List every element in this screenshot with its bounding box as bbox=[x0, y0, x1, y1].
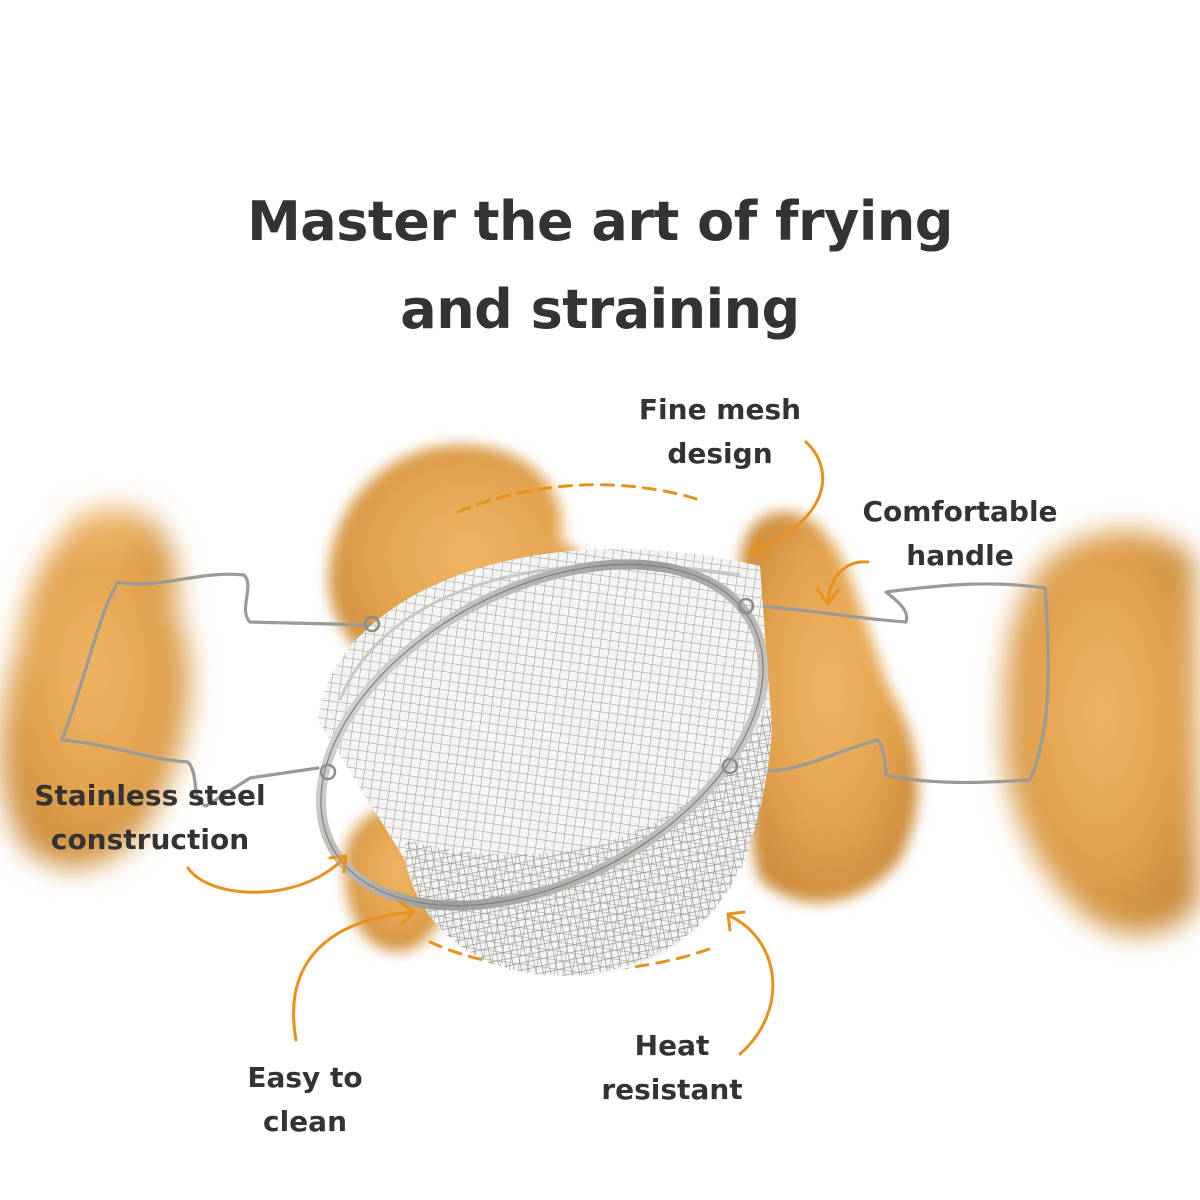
callout-handle-line-2: handle bbox=[906, 539, 1014, 572]
curved-arrow-icon-steel bbox=[186, 854, 348, 894]
dashed-arc-top bbox=[456, 483, 702, 514]
curved-arrow-icon-clean bbox=[292, 900, 416, 1042]
headline-line-1: Master the art of frying bbox=[247, 190, 953, 253]
handle-right bbox=[738, 582, 1050, 785]
callout-comfortable-handle: Comfortable handle bbox=[840, 490, 1080, 578]
chicken-piece-left bbox=[1, 508, 190, 868]
callout-easy-to-clean: Easy to clean bbox=[205, 1056, 405, 1144]
callout-fine-mesh-line-1: Fine mesh bbox=[638, 393, 802, 426]
callout-steel-line-2: construction bbox=[50, 823, 250, 856]
callout-fine-mesh: Fine mesh design bbox=[620, 388, 820, 476]
curved-arrow-icon-handle bbox=[816, 560, 870, 606]
strainer-basket bbox=[315, 548, 772, 977]
callout-handle-line-1: Comfortable bbox=[862, 495, 1058, 528]
callout-heat-line-1: Heat bbox=[634, 1029, 710, 1062]
headline-line-2: and straining bbox=[400, 278, 800, 341]
callout-heat-resistant: Heat resistant bbox=[572, 1024, 772, 1112]
curved-arrow-icon-mesh bbox=[748, 440, 825, 560]
callout-clean-line-2: clean bbox=[262, 1105, 347, 1138]
callout-steel-line-1: Stainless steel bbox=[34, 779, 266, 812]
headline: Master the art of frying and straining bbox=[0, 178, 1200, 354]
callout-fine-mesh-line-2: design bbox=[667, 437, 773, 470]
callout-clean-line-1: Easy to bbox=[247, 1061, 363, 1094]
curved-arrow-icon-heat bbox=[726, 910, 775, 1056]
callout-heat-line-2: resistant bbox=[601, 1073, 743, 1106]
handle-left bbox=[60, 572, 374, 808]
callout-stainless-steel: Stainless steel construction bbox=[20, 774, 280, 862]
chicken-piece-right bbox=[1004, 531, 1200, 934]
